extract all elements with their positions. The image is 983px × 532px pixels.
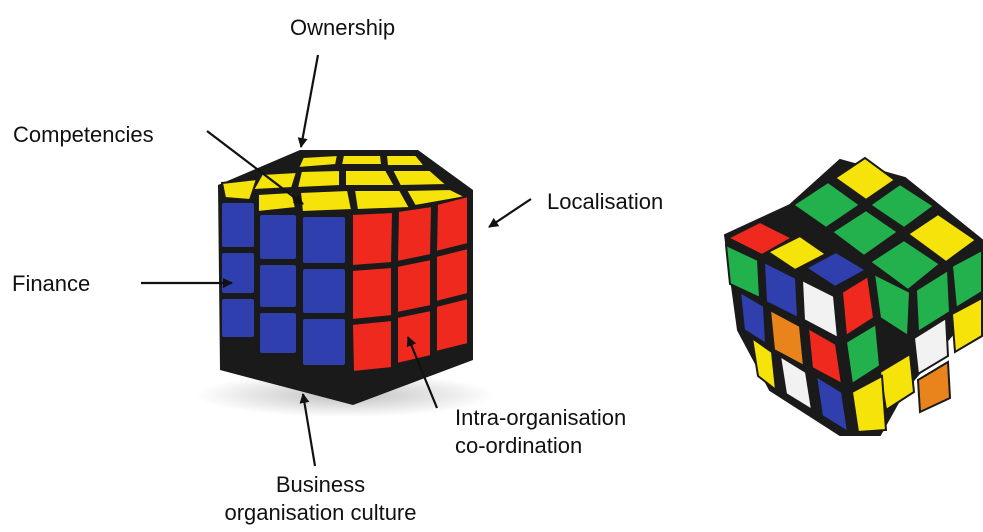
intra-coordination-arrow: [406, 336, 439, 409]
cube-right-face: [350, 194, 469, 374]
cube-left-face: [220, 201, 347, 367]
label-business-organisation-culture: Business organisation culture: [198, 471, 443, 527]
label-business-line1: Business: [275, 472, 366, 497]
label-intra-line1: Intra-organisation: [455, 405, 627, 430]
competencies-arrow: [206, 130, 304, 205]
label-intra-line2: co-ordination: [455, 433, 583, 458]
solved-rubiks-cube-icon: [195, 150, 495, 417]
arrows: [141, 54, 532, 467]
business-culture-arrow: [299, 393, 317, 467]
label-localisation: Localisation: [547, 189, 664, 214]
localisation-arrow: [488, 198, 532, 228]
scrambled-rubiks-cube-icon: [723, 156, 983, 436]
label-ownership: Ownership: [290, 15, 396, 40]
ownership-arrow: [297, 54, 320, 148]
label-business-line2: organisation culture: [224, 500, 417, 525]
label-intra-organisation-coordination: Intra-organisation co-ordination: [455, 404, 626, 460]
label-finance: Finance: [12, 271, 91, 296]
cube-top-face: [220, 153, 470, 214]
label-competencies: Competencies: [13, 122, 154, 147]
